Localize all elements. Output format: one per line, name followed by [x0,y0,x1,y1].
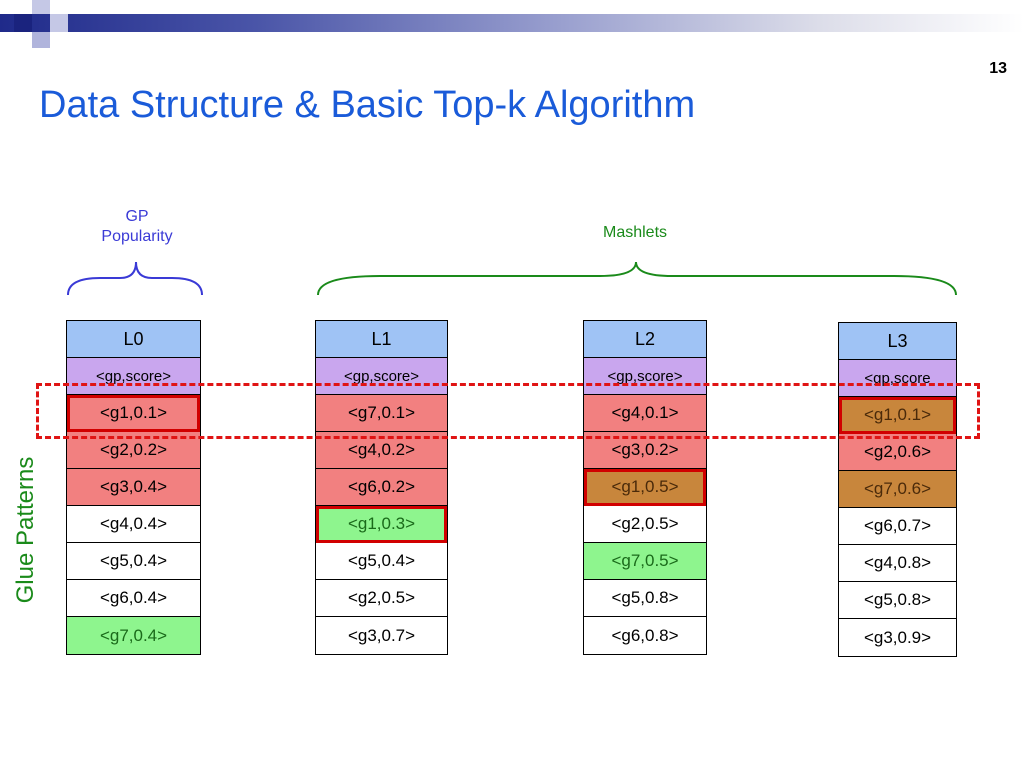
list-cell: <g6,0.7> [839,508,956,545]
list-cell: <g6,0.2> [316,469,447,506]
list-cell: <g7,0.5> [584,543,706,580]
mashlets-label: Mashlets [602,224,668,241]
list-cell: <g2,0.6> [839,434,956,471]
list-cell: <g5,0.8> [839,582,956,619]
gp-label-line1: GP [125,208,149,225]
decor-square-light [50,14,68,32]
list-cell: <g7,0.4> [67,617,200,654]
list-cell: <g6,0.4> [67,580,200,617]
list-header: L2 [584,321,706,358]
list-cell: <g1,0.1> [839,397,956,434]
top-row-highlight [36,383,980,439]
list-cell: <g3,0.4> [67,469,200,506]
list-cell: <g3,0.7> [316,617,447,654]
list-cell: <g1,0.3> [316,506,447,543]
list-cell: <g1,0.1> [67,395,200,432]
list-l2: L2<gp,score><g4,0.1><g3,0.2><g1,0.5><g2,… [583,320,707,655]
page-number: 13 [989,60,1007,77]
list-subheader: <gp,score> [67,358,200,395]
list-l1: L1<gp,score><g7,0.1><g4,0.2><g6,0.2><g1,… [315,320,448,655]
list-cell: <g1,0.5> [584,469,706,506]
list-header: L0 [67,321,200,358]
list-subheader: <gp,score> [316,358,447,395]
gp-brace [67,261,203,296]
list-cell: <g4,0.4> [67,506,200,543]
list-cell: <g3,0.9> [839,619,956,656]
list-cell: <g7,0.1> [316,395,447,432]
list-cell: <g6,0.8> [584,617,706,654]
list-cell: <g4,0.8> [839,545,956,582]
list-subheader: <gp,score [839,360,956,397]
list-cell: <g2,0.5> [316,580,447,617]
gp-popularity-label: GP Popularity [72,207,202,247]
list-cell: <g5,0.4> [316,543,447,580]
gp-label-line2: Popularity [101,228,173,245]
list-cell: <g5,0.8> [584,580,706,617]
list-header: L1 [316,321,447,358]
slide-title: Data Structure & Basic Top-k Algorithm [39,84,696,126]
list-subheader: <gp,score> [584,358,706,395]
list-cell: <g7,0.6> [839,471,956,508]
decor-square-light [32,32,50,48]
list-cell: <g2,0.5> [584,506,706,543]
decor-square-light [32,0,50,14]
list-l3: L3<gp,score<g1,0.1><g2,0.6><g7,0.6><g6,0… [838,322,957,657]
decor-square-dark [14,14,32,32]
header-gradient-bar [0,14,1024,32]
list-header: L3 [839,323,956,360]
list-cell: <g4,0.1> [584,395,706,432]
list-cell: <g5,0.4> [67,543,200,580]
list-l0: L0<gp,score><g1,0.1><g2,0.2><g3,0.4><g4,… [66,320,201,655]
mashlets-brace [317,261,957,296]
